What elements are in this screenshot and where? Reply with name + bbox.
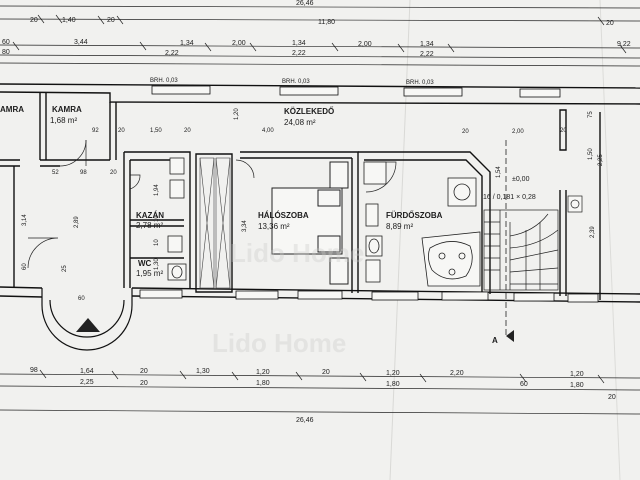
dim-bottom2-4: 60 xyxy=(520,381,528,388)
dim-bottom-total: 26,46 xyxy=(296,417,314,424)
window-label-1: BRH. 0,03 xyxy=(150,78,178,84)
bottom-dimensions xyxy=(0,369,640,415)
room-area-haloszoba: 13,36 m² xyxy=(258,222,290,231)
dim-92: 92 xyxy=(92,128,99,134)
dim-52: 52 xyxy=(52,170,59,176)
dim-154: 1,54 xyxy=(496,166,502,178)
door-swings xyxy=(27,120,397,269)
dim-bottom1-7: 2,20 xyxy=(450,370,464,377)
dim-bottom1-2: 20 xyxy=(140,368,148,375)
room-area-kozlekedo: 24,08 m² xyxy=(284,118,316,127)
walls xyxy=(0,83,640,303)
dim-bottom1-6: 1,20 xyxy=(386,370,400,377)
dim-top2-2: 2,00 xyxy=(232,40,246,47)
fixtures-bathroom xyxy=(363,161,481,287)
stair-steps: 16 / 0,181 × 0,28 xyxy=(483,194,536,201)
top-dimensions xyxy=(0,5,640,67)
dim-top2-6: 9,22 xyxy=(617,41,631,48)
window-label-3: BRH. 0,03 xyxy=(406,80,434,86)
dim-bottom2-0: 2,25 xyxy=(80,379,94,386)
dim-top-total: 26,46 xyxy=(296,0,314,7)
dim-400: 4,00 xyxy=(262,128,274,134)
dim-150b: 1,50 xyxy=(588,148,594,160)
watermark-2: Lido Home xyxy=(212,328,346,358)
dim-98: 98 xyxy=(80,170,87,176)
dim-top1-c: 20 xyxy=(107,17,115,24)
dim-120: 1,20 xyxy=(234,108,240,120)
dim-bottom-right: 20 xyxy=(608,394,616,401)
dim-20b: 20 xyxy=(184,128,191,134)
dim-130: 1,30 xyxy=(154,258,160,270)
dim-289: 2,89 xyxy=(74,216,80,228)
dim-bottom2-1: 20 xyxy=(140,380,148,387)
dim-194: 1,94 xyxy=(154,184,160,196)
dim-239: 2,39 xyxy=(590,226,596,238)
room-area-wc: 1,95 m² xyxy=(136,269,163,278)
dim-bottom1-4: 1,20 xyxy=(256,369,270,376)
dim-top1-b: 1,40 xyxy=(62,17,76,24)
dim-20e: 20 xyxy=(560,128,567,134)
dim-150: 1,50 xyxy=(150,128,162,134)
room-name-kamra-left: AMRA xyxy=(0,105,24,114)
dim-bottom2-3: 1,80 xyxy=(386,381,400,388)
dim-top3-2: 2,22 xyxy=(420,51,434,58)
section-arrow-icon xyxy=(506,330,514,342)
dim-top3-left: 80 xyxy=(2,49,10,56)
room-name-wc: WC xyxy=(138,259,152,268)
section-marker: A xyxy=(492,336,498,345)
fixtures-kazan-wc xyxy=(167,157,187,281)
room-name-kamra: KAMRA xyxy=(52,105,82,114)
interior-dimensions: 92 20 1,50 20 4,00 20 2,00 1,20 52 98 20… xyxy=(22,108,604,302)
dim-225: 2,25 xyxy=(598,154,604,166)
bed xyxy=(271,161,349,285)
dim-bottom1-1: 1,64 xyxy=(80,368,94,375)
room-name-furdoszoba: FÜRDŐSZOBA xyxy=(386,211,443,220)
dim-top3-0: 2,22 xyxy=(165,50,179,57)
dim-20a: 20 xyxy=(118,128,125,134)
dim-314: 3,14 xyxy=(22,214,28,226)
dim-top2-4: 2,00 xyxy=(358,41,372,48)
dim-top3-1: 2,22 xyxy=(292,50,306,57)
dim-10a: 10 xyxy=(154,239,160,246)
south-windows xyxy=(139,289,599,303)
staircase xyxy=(483,195,583,291)
dim-20d: 20 xyxy=(110,170,117,176)
dim-top2-0: 3,44 xyxy=(74,39,88,46)
dim-bottom2-5: 1,80 xyxy=(570,382,584,389)
room-area-kamra: 1,68 m² xyxy=(50,116,77,125)
dim-top2-left: 60 xyxy=(2,39,10,46)
dim-20c: 20 xyxy=(462,129,469,135)
dim-bottom1-3: 1,30 xyxy=(196,368,210,375)
north-windows xyxy=(151,85,561,98)
room-name-kazan: KAZÁN xyxy=(136,211,164,220)
dim-bottom2-2: 1,80 xyxy=(256,380,270,387)
room-name-haloszoba: HÁLÓSZOBA xyxy=(258,211,309,220)
level-mark: ±0,00 xyxy=(512,176,530,183)
dim-10b: 10 xyxy=(154,215,160,222)
room-area-kazan: 2,78 m² xyxy=(136,221,163,230)
dim-top1-d: 11,80 xyxy=(318,19,335,26)
dim-top1-a: 20 xyxy=(30,17,38,24)
dim-334: 3,34 xyxy=(242,220,248,232)
dim-top1-e: 20 xyxy=(606,20,614,27)
window-label-2: BRH. 0,03 xyxy=(282,79,310,85)
dim-top2-1: 1,34 xyxy=(180,40,194,47)
room-name-kozlekedo: KÖZLEKEDŐ xyxy=(284,107,334,116)
dim-bottom1-5: 20 xyxy=(322,369,330,376)
entrance-bay xyxy=(41,288,133,351)
dim-top2-5: 1,34 xyxy=(420,41,434,48)
dim-bottom1-0: 98 xyxy=(30,367,38,374)
dim-25: 25 xyxy=(62,265,68,272)
room-area-furdoszoba: 8,89 m² xyxy=(386,222,413,231)
dim-60b: 60 xyxy=(78,296,85,302)
dim-top2-3: 1,34 xyxy=(292,40,306,47)
watermark-1: Lido Home xyxy=(230,238,364,268)
closet xyxy=(199,157,231,289)
dim-60: 60 xyxy=(22,263,28,270)
dim-75: 75 xyxy=(588,111,594,118)
dim-200: 2,00 xyxy=(512,129,524,135)
dim-bottom1-8: 1,20 xyxy=(570,371,584,378)
